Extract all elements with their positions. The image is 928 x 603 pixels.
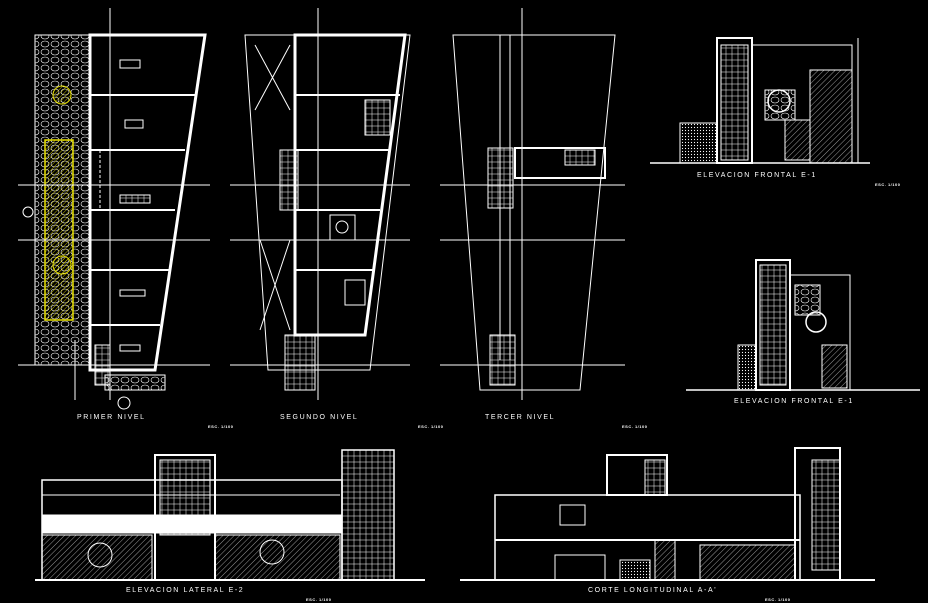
elevation-2-title: ELEVACION FRONTAL E-1 (734, 398, 854, 405)
plan-1-title: PRIMER NIVEL (77, 414, 146, 421)
plan-primer-nivel (18, 8, 210, 410)
plan-2-scale: ESC. 1/100 (418, 424, 444, 429)
elevation-1-scale: ESC. 1/100 (875, 182, 901, 187)
section-title: CORTE LONGITUDINAL A-A' (588, 587, 718, 594)
elevation-frontal-2 (686, 259, 920, 391)
plan-3-title: TERCER NIVEL (485, 414, 556, 421)
plan-2-title: SEGUNDO NIVEL (280, 414, 359, 421)
elevation-lateral-title: ELEVACION LATERAL E-2 (126, 587, 245, 594)
elevation-lateral-2 (35, 449, 425, 581)
plan-3-scale: ESC. 1/100 (622, 424, 648, 429)
elevation-lateral-scale: ESC. 1/100 (306, 597, 332, 602)
plan-segundo-nivel (230, 8, 411, 400)
elevation-1-title: ELEVACION FRONTAL E-1 (697, 172, 817, 179)
section-corte-longitudinal (460, 447, 875, 581)
plan-1-scale: ESC. 1/100 (208, 424, 234, 429)
plan-tercer-nivel (440, 8, 625, 400)
section-scale: ESC. 1/100 (765, 597, 791, 602)
elevation-frontal-1 (650, 37, 870, 164)
